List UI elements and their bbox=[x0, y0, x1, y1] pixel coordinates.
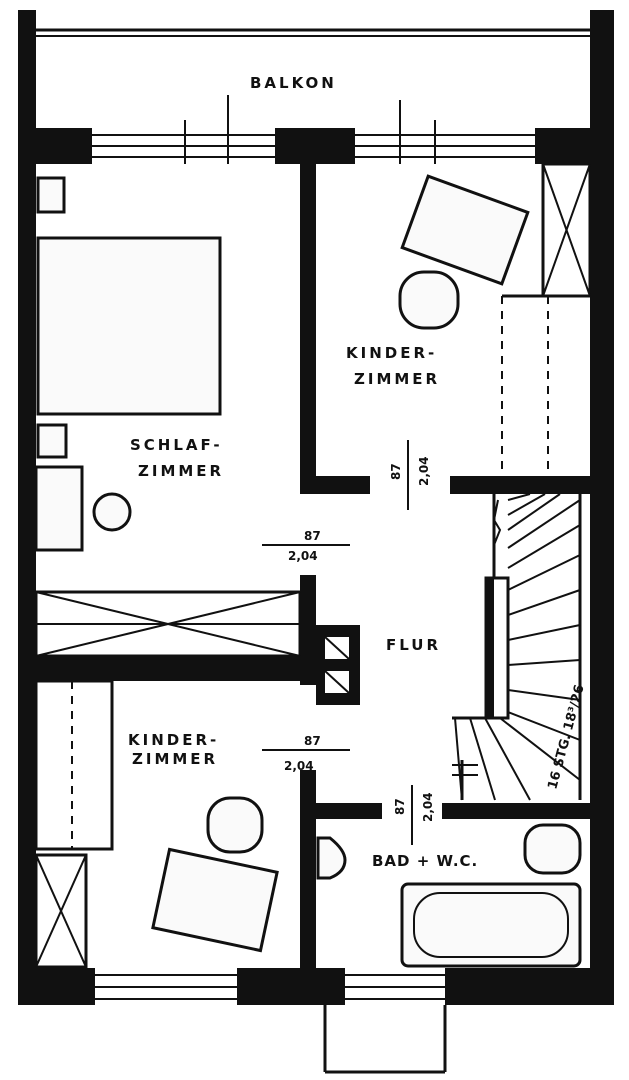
dim-kinder-top-204: 2,04 bbox=[417, 456, 431, 486]
washbasin bbox=[523, 823, 582, 875]
desk-top bbox=[400, 174, 530, 286]
balcony-wall-left bbox=[18, 128, 92, 164]
label-flur: FLUR bbox=[386, 636, 441, 654]
door-marker-schlaf: 87 2,04 bbox=[262, 529, 350, 563]
dim-bad-87: 87 bbox=[393, 798, 407, 815]
window-bottom-bad bbox=[345, 974, 445, 1000]
label-schlaf-line1: SCHLAF- bbox=[130, 436, 223, 454]
nightstand-bottom bbox=[36, 423, 68, 459]
label-schlaf-line2: ZIMMER bbox=[138, 462, 224, 480]
wall-left bbox=[18, 10, 36, 1005]
dim-bad-204: 2,04 bbox=[421, 792, 435, 822]
nightstand-top bbox=[36, 176, 66, 214]
balcony-window-right bbox=[355, 100, 535, 164]
wall-flur-bad bbox=[316, 803, 382, 819]
door-marker-bad: 87 2,04 bbox=[393, 785, 435, 845]
dim-kinder-top-87: 87 bbox=[389, 463, 403, 480]
wall-kinder-flur bbox=[316, 476, 370, 494]
label-kinder-top-line2: ZIMMER bbox=[354, 370, 440, 388]
balcony-window-left bbox=[92, 95, 275, 164]
chair-bottom bbox=[206, 796, 264, 854]
wall-stair-side bbox=[486, 578, 494, 718]
wall-right bbox=[590, 10, 614, 1005]
label-kinder-bottom-line1: KINDER- bbox=[128, 731, 219, 749]
wall-flur-bad-right bbox=[442, 803, 590, 819]
wardrobe-kinder-bottom bbox=[34, 679, 114, 969]
wall-kinderbottom-flur bbox=[300, 770, 316, 968]
label-balkon: BALKON bbox=[250, 74, 337, 92]
double-bed bbox=[36, 236, 222, 416]
balcony-wall-center bbox=[275, 128, 355, 164]
dim-kinder-bottom-204: 2,04 bbox=[284, 759, 314, 773]
desk-bottom bbox=[151, 847, 279, 953]
wall-kinder-flur-right bbox=[450, 476, 590, 494]
dim-schlaf-204: 2,04 bbox=[288, 549, 318, 563]
toilet bbox=[316, 836, 347, 880]
staircase bbox=[452, 493, 582, 801]
dim-schlaf-87: 87 bbox=[304, 529, 321, 543]
bed-kinder-top bbox=[501, 294, 590, 476]
dim-kinder-bottom-87: 87 bbox=[304, 734, 321, 748]
wardrobe-kinder-top bbox=[541, 162, 592, 298]
label-kinder-top-line1: KINDER- bbox=[346, 344, 437, 362]
wall-schlaf-kinder bbox=[300, 164, 316, 494]
wall-schlaf-flur bbox=[300, 575, 316, 685]
bathtub bbox=[400, 882, 582, 968]
wardrobe-schlaf bbox=[34, 590, 302, 658]
stool bbox=[92, 492, 132, 532]
dresser bbox=[34, 465, 84, 552]
door-marker-kinder-top: 87 2,04 bbox=[389, 440, 431, 510]
window-bottom-left bbox=[95, 974, 237, 1000]
wall-schlaf-kinderbottom bbox=[18, 657, 300, 681]
label-kinder-bottom-line2: ZIMMER bbox=[132, 750, 218, 768]
door-marker-kinder-bottom: 87 2,04 bbox=[262, 734, 350, 773]
chair-top bbox=[398, 270, 460, 330]
balcony-wall-right bbox=[535, 128, 614, 164]
entrance-bay bbox=[323, 1005, 447, 1074]
label-bad: BAD + W.C. bbox=[372, 852, 478, 870]
